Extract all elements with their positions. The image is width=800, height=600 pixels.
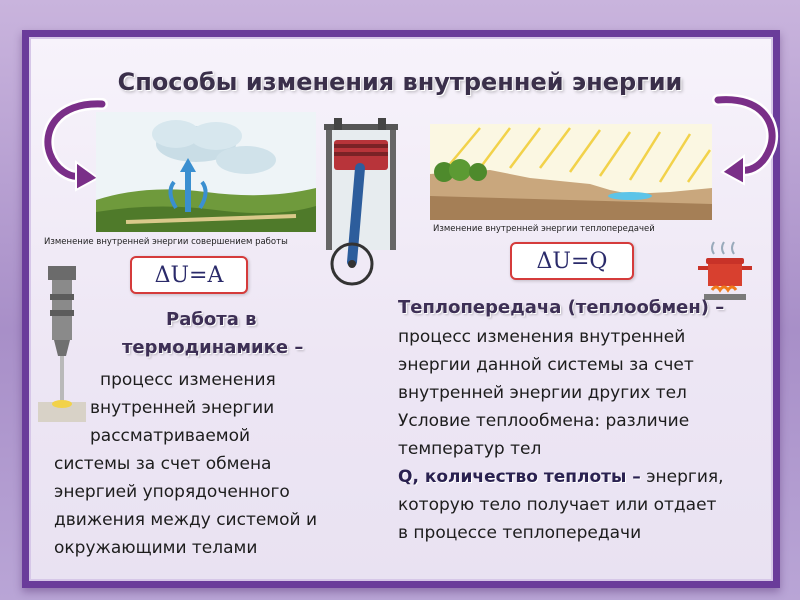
work-line: системы за счет обмена: [54, 454, 272, 474]
work-line: движения между системой и: [54, 510, 318, 530]
q-heading: Q, количество теплоты –: [398, 467, 641, 487]
work-heading-line1: Работа в: [166, 309, 257, 330]
heat-line: процесс изменения внутренней: [398, 327, 686, 347]
work-heading-line2: термодинамике –: [122, 337, 304, 358]
heat-line: внутренней энергии других тел: [398, 383, 687, 403]
formula-work: ΔU=A: [130, 256, 248, 294]
heat-definition: процесс изменения внутренней энергии дан…: [398, 323, 724, 547]
formula-heat: ΔU=Q: [510, 242, 634, 280]
curved-arrow-left-icon: [41, 97, 108, 192]
work-line: процесс изменения: [100, 370, 276, 390]
heat-line: Условие теплообмена: различие: [398, 411, 690, 431]
work-line: рассматриваемой: [90, 426, 251, 446]
work-line: энергией упорядоченного: [54, 482, 290, 502]
heat-heading: Теплопередача (теплообмен) –: [398, 297, 725, 318]
drill-icon: [38, 266, 86, 422]
piston-icon: [324, 118, 398, 286]
heat-line: энергии данной системы за счет: [398, 355, 694, 375]
pot-on-stove-icon: [698, 241, 752, 300]
sun-rays-landscape-illustration: [430, 124, 712, 220]
right-caption: Изменение внутренней энергии теплопереда…: [433, 224, 655, 234]
curved-arrow-right-icon: [712, 93, 779, 186]
work-definition: процесс изменения внутренней энергии рас…: [54, 366, 317, 562]
q-tail: энергия,: [640, 467, 724, 487]
work-line: внутренней энергии: [90, 398, 275, 418]
q-line: в процессе теплопередачи: [398, 523, 642, 543]
slide-title: Способы изменения внутренней энергии: [117, 68, 683, 96]
heat-line: температур тел: [398, 439, 542, 459]
left-caption: Изменение внутренней энергии совершением…: [44, 237, 288, 247]
work-line: окружающими телами: [54, 538, 258, 558]
rising-air-illustration: [96, 112, 316, 232]
q-definition-line: Q, количество теплоты – энергия,: [398, 463, 724, 491]
q-line: которую тело получает или отдает: [398, 495, 717, 515]
